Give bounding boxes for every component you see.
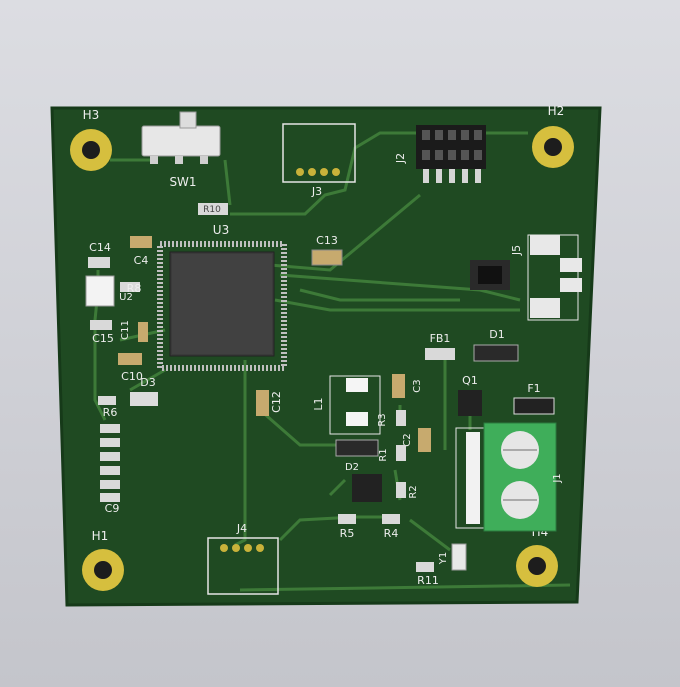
d2-label: D2	[345, 462, 359, 473]
c2-label: C2	[402, 433, 413, 446]
resistor-r8: R8	[120, 282, 141, 295]
capacitor-c14: C14	[88, 241, 111, 268]
ic-u2	[470, 260, 510, 290]
diode-d2: D2	[335, 439, 379, 473]
resistor-r10: R10	[198, 203, 228, 215]
c14-label: C14	[89, 241, 111, 254]
c9-label: C9	[105, 502, 120, 515]
mounting-hole-h3: H3	[70, 108, 112, 171]
j3-label: J3	[311, 185, 322, 198]
c4-label: C4	[134, 254, 149, 267]
capacitor-c4: C4	[130, 236, 152, 267]
diode-d1: D1	[473, 328, 519, 362]
sw1-label: SW1	[169, 175, 196, 189]
r3-label: R3	[377, 413, 388, 426]
resistor-r3: R3	[377, 410, 406, 427]
resistor-r5: R5	[338, 514, 356, 540]
r2-label: R2	[408, 485, 419, 498]
capacitor-c12: C12	[256, 390, 283, 416]
c15-label: C15	[92, 332, 114, 345]
c11-label: C11	[120, 320, 131, 340]
c12-label: C12	[270, 391, 283, 413]
capacitor-c11: C11	[120, 320, 148, 342]
y1-label: U2	[119, 292, 133, 303]
resistor-r2: R2	[396, 482, 419, 499]
fb1-label: FB1	[430, 332, 451, 345]
switch-sw1: SW1	[141, 111, 221, 189]
crystal-y1: U2	[85, 275, 133, 307]
j1-label: J1	[552, 473, 563, 483]
j2-label: J2	[394, 153, 407, 164]
capacitor-c10: C10	[118, 353, 143, 383]
d4-label: Y1	[438, 552, 449, 565]
transistor-q1: Q1	[458, 374, 482, 416]
h1-label: H1	[92, 529, 109, 543]
l1-label: L1	[312, 397, 325, 410]
capacitor-c3: C3	[392, 374, 423, 398]
r8-label: R8	[127, 282, 142, 295]
resistor-r6: R6	[98, 396, 117, 419]
r11-label: R11	[417, 574, 439, 587]
r5-label: R5	[340, 527, 355, 540]
connector-j4: J4	[207, 522, 279, 595]
resistor-r11: R11	[416, 562, 439, 587]
q1-label: Q1	[462, 374, 478, 387]
r4-label: R4	[384, 527, 399, 540]
f1-label: F1	[527, 382, 540, 395]
connector-j3: J3	[282, 123, 356, 198]
h3-label: H3	[83, 108, 100, 122]
r6-label: R6	[103, 406, 118, 419]
connector-j5: J5	[510, 234, 582, 321]
ic-regulator	[352, 474, 382, 502]
u3-label: U3	[213, 223, 229, 237]
passive-array	[100, 424, 120, 502]
mounting-hole-h1: H1	[82, 529, 124, 591]
capacitor-c15: C15	[90, 320, 114, 345]
connector-j1: J1	[455, 422, 563, 532]
capacitor-c9: C9	[105, 502, 120, 515]
capacitor-c2: C2	[402, 428, 431, 452]
pcb-board	[50, 106, 602, 607]
r1-label: R1	[378, 448, 389, 461]
connector-j2: J2	[394, 125, 486, 183]
mounting-hole-h2: H2	[532, 104, 574, 168]
r10-label: R10	[203, 205, 221, 215]
j5-label: J5	[510, 245, 523, 256]
d1-label: D1	[489, 328, 504, 341]
fuse-f1: F1	[513, 382, 555, 415]
d3-label: D3	[140, 376, 155, 389]
c10-label: C10	[121, 370, 143, 383]
ferrite-fb1: FB1	[425, 332, 455, 360]
diode-d4: Y1	[438, 543, 467, 571]
capacitor-c13: C13	[311, 234, 343, 266]
h2-label: H2	[548, 104, 565, 118]
resistor-r1: R1	[378, 445, 406, 462]
resistor-r4: R4	[382, 514, 400, 540]
inductor-l1: L1	[312, 375, 381, 435]
c13-label: C13	[316, 234, 338, 247]
microcontroller-u3: U3	[157, 223, 287, 371]
c3-label: C3	[412, 379, 423, 392]
j4-label: J4	[236, 522, 247, 535]
diode-d3: D3	[130, 376, 158, 406]
